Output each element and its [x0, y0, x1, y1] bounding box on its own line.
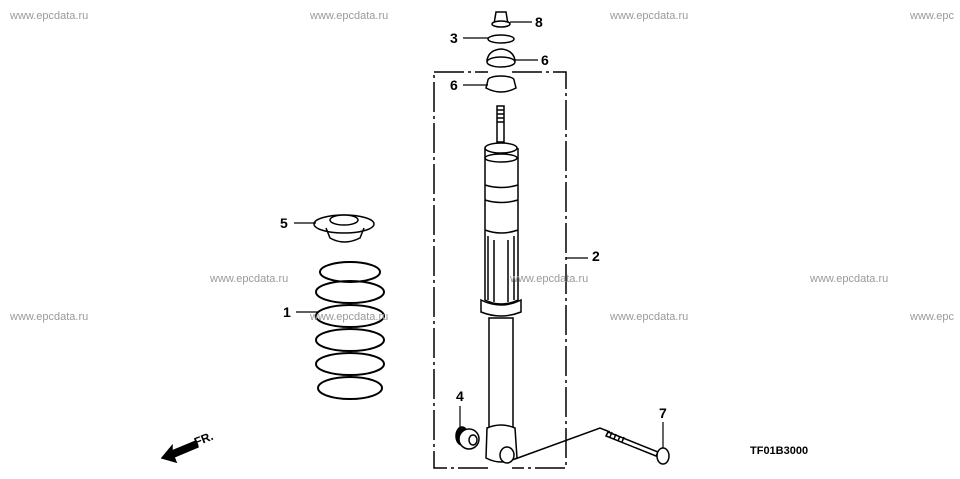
watermark: www.epcdata.ru	[810, 273, 889, 285]
watermark: www.epcdata.ru	[610, 311, 689, 323]
callout-7: 7	[659, 405, 667, 421]
spring-seat-5	[313, 214, 375, 243]
watermark: www.epc	[910, 10, 955, 22]
watermark: www.epcdata.ru	[310, 10, 389, 22]
callout-6-lower: 6	[450, 77, 458, 93]
watermark: www.epcdata.ru	[210, 273, 289, 285]
bolt-7	[514, 427, 670, 465]
leader-lines	[294, 21, 664, 448]
mount-rubber-6-lower	[485, 75, 517, 93]
diagram-code: TF01B3000	[750, 445, 809, 457]
nut-8	[491, 11, 511, 28]
coil-spring-1	[315, 261, 385, 400]
front-arrow-icon	[160, 439, 199, 464]
assembly-frame	[433, 71, 567, 469]
watermark: www.epcdata.ru	[10, 311, 89, 323]
watermark: www.epcdata.ru	[510, 273, 589, 285]
bushing-4	[455, 426, 480, 450]
callout-3: 3	[450, 30, 458, 46]
callout-1: 1	[283, 304, 291, 320]
callout-4: 4	[456, 388, 464, 404]
mount-rubber-6-upper	[486, 48, 516, 68]
callout-6-upper: 6	[541, 52, 549, 68]
callout-5: 5	[280, 215, 288, 231]
watermark: www.epc	[910, 311, 955, 323]
washer-3	[487, 34, 515, 44]
callout-8: 8	[535, 14, 543, 30]
shock-absorber-2	[480, 105, 522, 464]
watermark: www.epcdata.ru	[310, 311, 389, 323]
callout-2: 2	[592, 248, 600, 264]
watermark: www.epcdata.ru	[10, 10, 89, 22]
watermark: www.epcdata.ru	[610, 10, 689, 22]
